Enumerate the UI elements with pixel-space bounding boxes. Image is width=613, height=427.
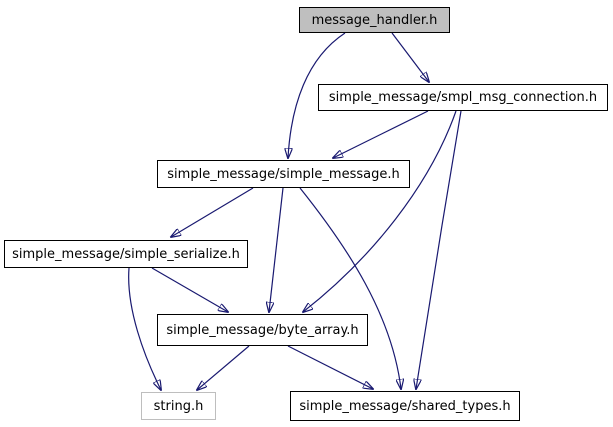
node-message-handler-h: message_handler.h — [299, 7, 450, 33]
edge-connection-to-byte-array — [303, 110, 457, 312]
edge-serialize-to-byte-array — [151, 267, 228, 312]
node-label: simple_message/shared_types.h — [299, 398, 511, 414]
edge-handler-to-simple-message — [288, 32, 346, 158]
node-label: simple_message/smpl_msg_connection.h — [328, 90, 598, 105]
node-label: simple_message/byte_array.h — [166, 322, 359, 338]
node-shared-types-h[interactable]: simple_message/shared_types.h — [290, 391, 520, 421]
edge-connection-to-shared-types — [416, 110, 462, 389]
edge-simple-message-to-byte-array — [269, 187, 284, 312]
edge-byte-array-to-shared-types — [287, 345, 373, 389]
edge-handler-to-connection — [391, 32, 429, 82]
edge-serialize-to-string — [128, 267, 161, 390]
edge-simple-message-to-serialize — [171, 187, 254, 237]
node-label: simple_message/simple_serialize.h — [12, 246, 240, 262]
edge-connection-to-simple-message — [333, 110, 429, 158]
node-smpl-msg-connection-h[interactable]: simple_message/smpl_msg_connection.h — [318, 84, 608, 111]
node-label: string.h — [153, 398, 204, 414]
node-label: message_handler.h — [311, 12, 438, 28]
node-string-h: string.h — [141, 392, 216, 420]
edge-byte-array-to-string — [197, 345, 250, 390]
node-simple-message-h[interactable]: simple_message/simple_message.h — [157, 160, 410, 188]
node-label: simple_message/simple_message.h — [167, 166, 400, 182]
edge-simple-message-to-shared-types — [299, 187, 401, 389]
node-simple-serialize-h[interactable]: simple_message/simple_serialize.h — [4, 240, 248, 268]
node-byte-array-h[interactable]: simple_message/byte_array.h — [157, 314, 368, 346]
